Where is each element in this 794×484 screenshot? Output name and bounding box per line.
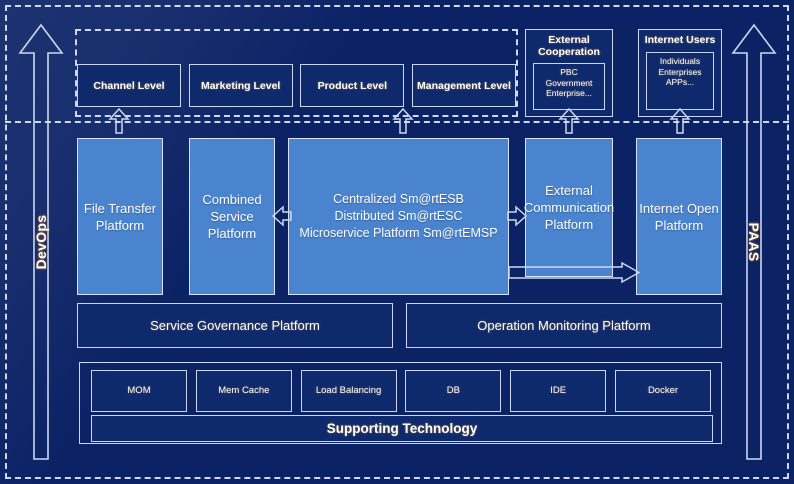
platform-label: Combined Service Platform [202,192,262,241]
stakeholder-internet-users[interactable]: Internet Users Individuals Enterprises A… [638,29,722,117]
tech-label: DB [446,385,460,397]
platform-line-microservice: Microservice Platform Sm@rtEMSP [299,226,498,240]
operation-monitoring-platform[interactable]: Operation Monitoring Platform [406,303,722,348]
supporting-technology-row: MOM Mem Cache Load Balancing DB IDE Dock… [91,370,711,412]
supporting-technology-label: Supporting Technology [326,421,478,436]
platform-combined-service[interactable]: Combined Service Platform [189,138,275,295]
tech-box-mem-cache[interactable]: Mem Cache [195,370,292,412]
level-label: Product Level [317,79,388,92]
stakeholder-detail: PBC Government Enterprise... [533,63,605,110]
business-levels-group [75,29,518,117]
stakeholder-title: Internet Users [644,34,716,46]
tech-box-db[interactable]: DB [405,370,502,412]
tech-label: Load Balancing [315,385,382,397]
platform-line-distributed: Distributed Sm@rtESC [334,209,463,223]
tech-box-load-balancing[interactable]: Load Balancing [300,370,397,412]
platform-label: External Communication Platform [523,183,615,232]
level-box-management[interactable]: Management Level [411,64,516,107]
governance-label: Service Governance Platform [150,318,320,333]
tech-label: Docker [647,385,679,397]
up-arrow-icon-external [558,108,580,134]
paas-arrow: PAAS [731,22,777,462]
tech-label: MOM [127,385,151,397]
level-box-product[interactable]: Product Level [300,64,405,107]
up-arrow-icon-management [392,108,414,134]
platform-label: File Transfer Platform [83,200,157,233]
platform-esb-esc-emsp[interactable]: Centralized Sm@rtESB Distributed Sm@rtES… [288,138,509,295]
platform-internet-open[interactable]: Internet Open Platform [636,138,722,295]
tech-box-mom[interactable]: MOM [91,370,187,412]
stakeholder-title: External Cooperation [538,34,600,58]
layer-divider-dashed-line [5,121,789,123]
level-box-marketing[interactable]: Marketing Level [188,64,293,107]
left-arrow-icon-connector [272,205,292,227]
supporting-technology-frame [79,362,722,444]
platform-file-transfer[interactable]: File Transfer Platform [77,138,163,295]
governance-label: Operation Monitoring Platform [477,318,651,333]
tech-box-docker[interactable]: Docker [614,370,711,412]
tech-label: IDE [550,385,567,397]
level-label: Channel Level [93,79,165,92]
business-levels-row: Channel Level Marketing Level Product Le… [77,64,516,107]
right-arrow-icon-connector [505,205,527,227]
up-arrow-icon-channel [108,108,130,134]
stakeholder-detail: Individuals Enterprises APPs... [646,52,714,110]
level-label: Management Level [416,79,511,92]
platform-external-communication[interactable]: External Communication Platform [523,138,615,277]
diagram-outer-border [5,5,789,479]
service-governance-platform[interactable]: Service Governance Platform [77,303,393,348]
tech-label: Mem Cache [218,385,270,397]
up-arrow-icon-internet [669,108,691,134]
platform-label: Internet Open Platform [639,200,719,233]
level-box-channel[interactable]: Channel Level [77,64,181,107]
tech-box-ide[interactable]: IDE [510,370,607,412]
supporting-technology-bar: Supporting Technology [91,415,713,442]
level-label: Marketing Level [200,79,281,92]
stakeholder-external-cooperation[interactable]: External Cooperation PBC Government Ente… [525,29,613,117]
right-arrow-icon-to-internet-open [509,262,640,284]
devops-arrow: DevOps [18,22,64,462]
platform-line-centralized: Centralized Sm@rtESB [333,192,464,206]
